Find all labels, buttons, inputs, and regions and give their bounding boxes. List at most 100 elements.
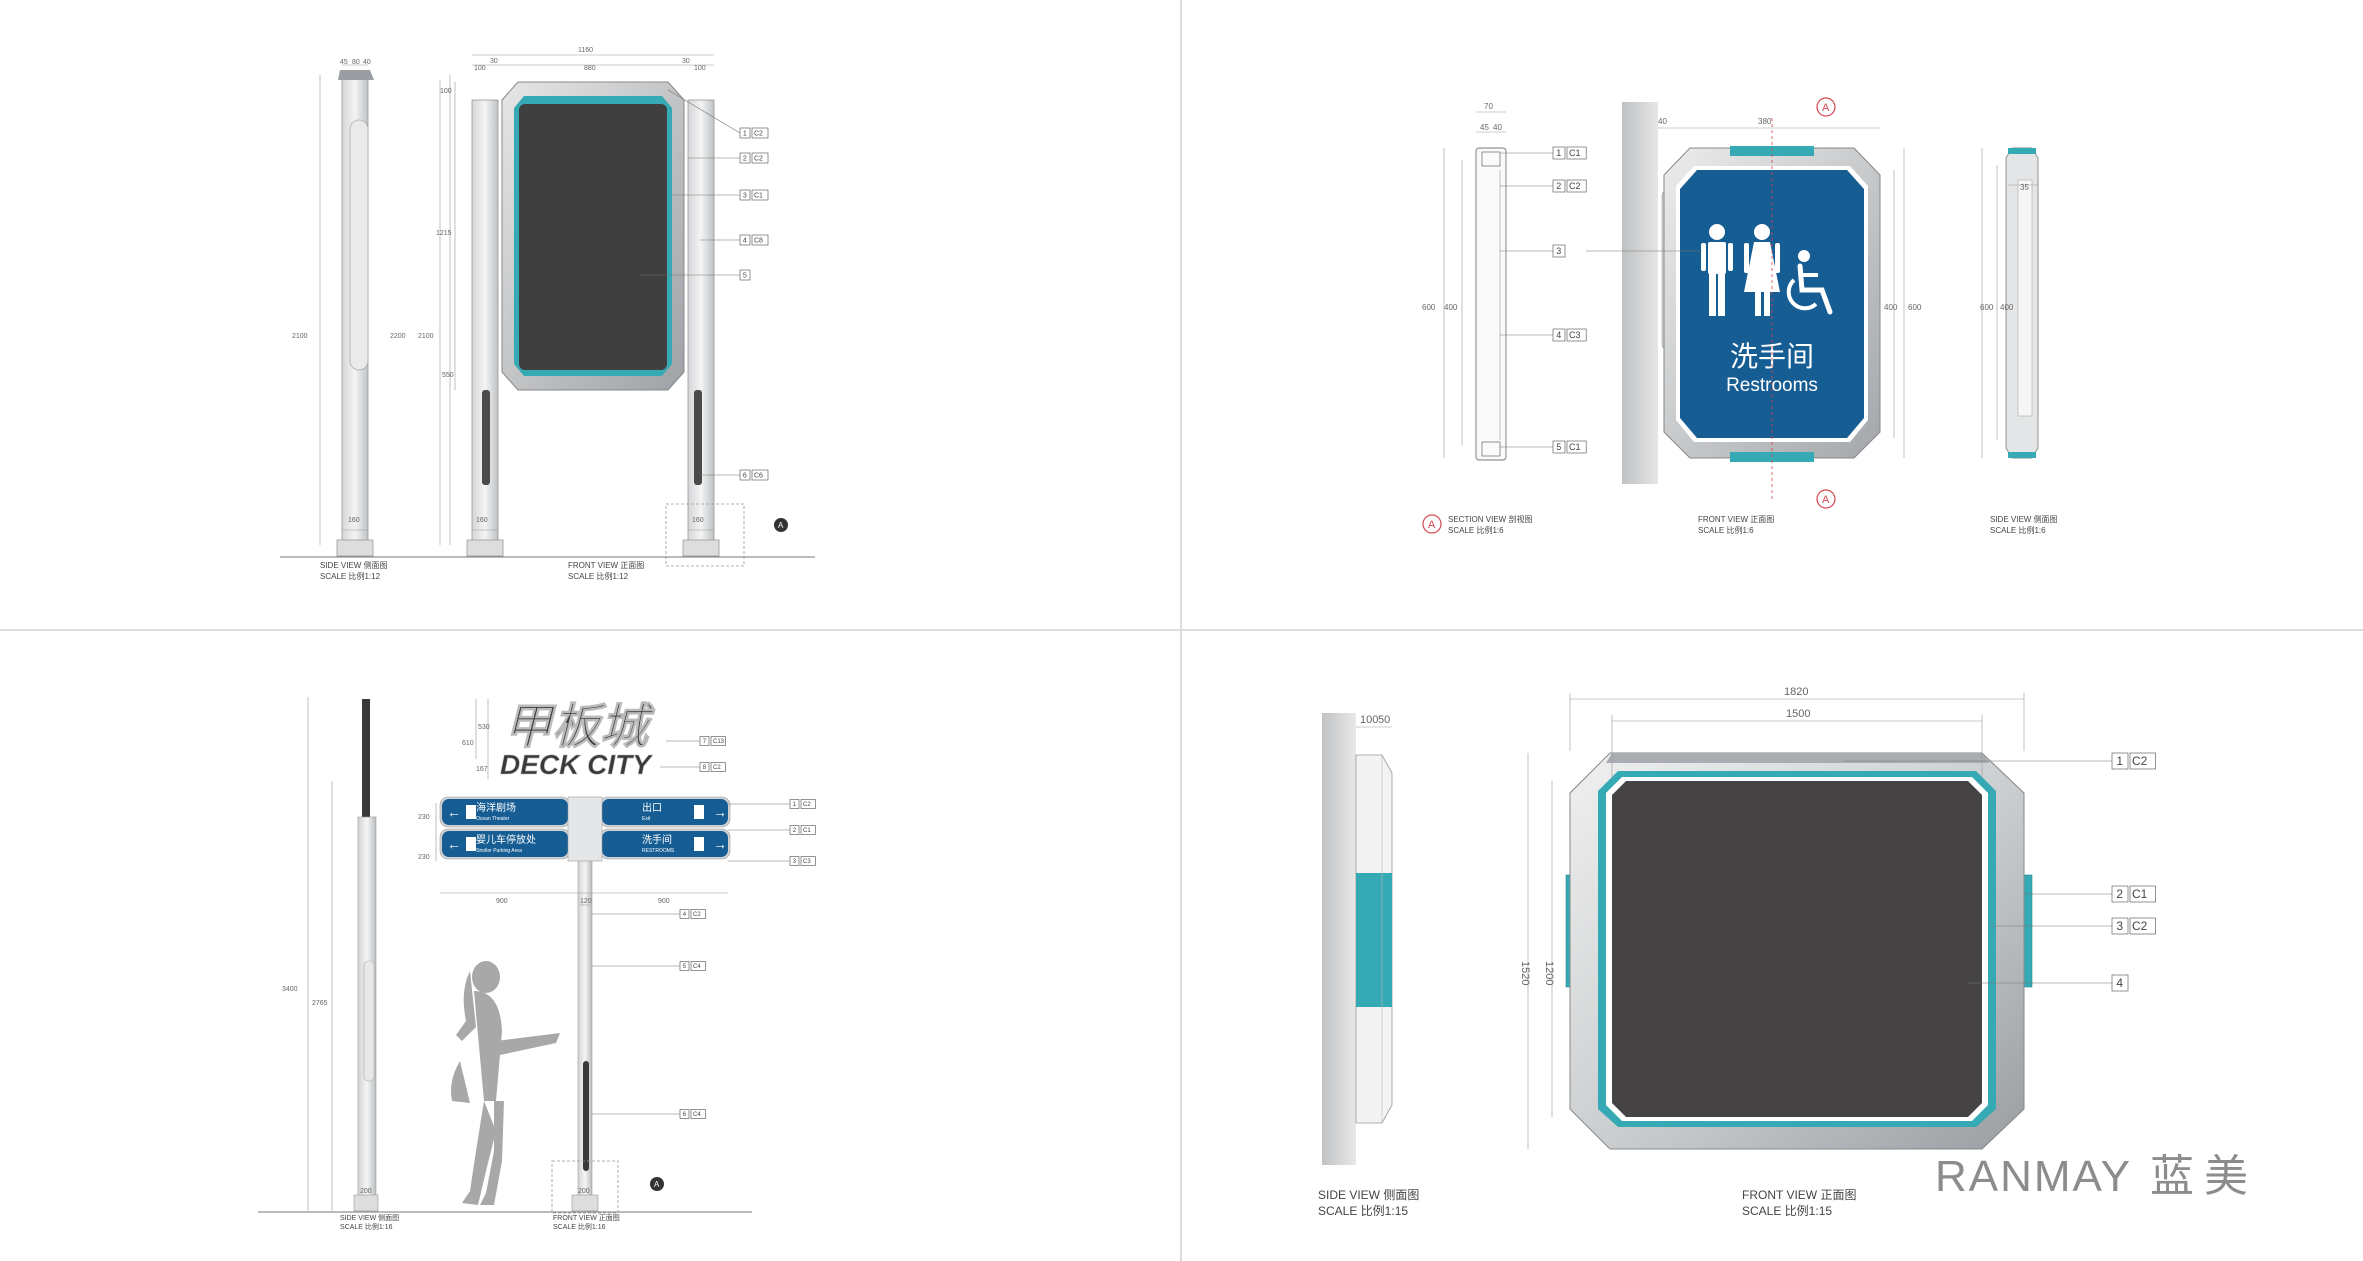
callout-leaders — [1844, 760, 2112, 984]
dimension-label: 100 — [474, 65, 486, 72]
dimension-label: 3400 — [282, 986, 298, 993]
front-view-display-cabinet — [501, 81, 685, 391]
dimension-label: 400 — [1884, 303, 1898, 312]
side-view-pole — [336, 70, 374, 557]
front-view-caption: FRONT VIEW 正面图 SCALE 比例1:12 — [568, 561, 645, 581]
wall-section — [1622, 102, 1658, 484]
dimension-label: 2100 — [418, 333, 434, 340]
arrow-left-icon: ← — [447, 836, 461, 852]
callout-tag: 4 C8 — [739, 234, 769, 246]
logo-english-text: DECK CITY — [500, 749, 653, 780]
dimension-label: 100 — [440, 88, 452, 95]
section-marker-top: A — [1816, 97, 1836, 117]
front-view-cabinet — [1565, 752, 2033, 1150]
dimension-lines — [307, 697, 728, 1211]
callout-code: C8 — [754, 237, 763, 244]
dimension-label: 600 — [1422, 303, 1436, 312]
callout-number: 1 — [793, 802, 797, 808]
dimension-labels: 1160 880 100 100 30 30 100 1215 2100 220… — [292, 47, 706, 524]
callout-code: C2 — [713, 765, 721, 771]
callout-number: 1 — [2116, 754, 2123, 768]
dimension-label: 80 — [352, 59, 360, 66]
section-caption-marker: A — [1422, 514, 1442, 534]
callout-code: C2 — [1569, 181, 1581, 191]
dimension-label: 2100 — [292, 333, 308, 340]
callout-number: 3 — [743, 192, 747, 199]
dimension-lines — [1356, 693, 2025, 1149]
sign-english-label: Ocean Theater — [476, 816, 510, 822]
callout-tag: 1 C2 — [2111, 752, 2156, 770]
callout-tag: 1 C2 — [739, 127, 769, 139]
arrow-right-icon: → — [713, 804, 727, 820]
dimension-label: 35 — [2020, 183, 2029, 192]
callout-number: 1 — [743, 130, 747, 137]
person-silhouette — [451, 961, 560, 1205]
detail-marker-label: A — [778, 521, 784, 530]
dimension-label: 1200 — [1543, 961, 1555, 985]
dimension-lines — [1443, 111, 2038, 458]
dimension-label: 2200 — [390, 333, 406, 340]
dimension-lines — [319, 54, 714, 545]
sign-chinese-label: 出口 — [642, 801, 662, 814]
dimension-label: 70 — [1484, 102, 1493, 111]
callout-code: C4 — [693, 964, 701, 970]
sign-pictogram-icon — [466, 837, 476, 851]
callout-number: 3 — [1556, 246, 1561, 256]
dimension-label: 900 — [658, 898, 670, 905]
sign-english-text: Restrooms — [1726, 375, 1818, 396]
front-view-caption: FRONT VIEW 正面图 SCALE 比例1:6 — [1698, 515, 1775, 535]
front-view-right-pole — [682, 99, 720, 557]
dimension-label: 40 — [1658, 117, 1667, 126]
dimension-labels: 70 45 40 40 380 600 400 400 600 600 400 … — [1422, 102, 2029, 312]
section-marker-bottom: A — [1816, 489, 1836, 509]
dimension-label: 1500 — [1786, 708, 1810, 720]
sign-pictogram-icon — [694, 837, 704, 851]
dimension-label: 167 — [476, 766, 488, 773]
dimension-label: 100 — [694, 65, 706, 72]
callout-code: C2 — [693, 912, 701, 918]
callout-number: 6 — [683, 1112, 687, 1118]
direction-sign: ← 海洋剧场 Ocean Theater — [439, 796, 571, 828]
dimension-label: 40 — [1493, 123, 1502, 132]
callout-number: 4 — [743, 237, 747, 244]
svg-text:A: A — [1428, 519, 1436, 531]
side-view-caption: SIDE VIEW 侧面图 SCALE 比例1:12 — [320, 561, 388, 581]
callout-code: C2 — [2132, 754, 2148, 768]
callout-number: 2 — [793, 828, 797, 834]
section-view-caption: SECTION VIEW 剖视图 SCALE 比例1:6 — [1448, 515, 1533, 535]
dimension-label: 2765 — [312, 1000, 328, 1007]
callout-code: C6 — [754, 472, 763, 479]
sign-chinese-label: 海洋剧场 — [476, 801, 516, 814]
callout-number: 5 — [743, 272, 747, 279]
svg-text:A: A — [1822, 102, 1830, 114]
side-view-profile — [2005, 147, 2039, 459]
dimension-label: 200 — [578, 1188, 590, 1195]
sign-english-label: RESTROOMS — [642, 848, 675, 854]
dimension-labels: 3400 2765 530 610 167 230 230 900 900 12… — [282, 724, 670, 1195]
callout-code: C1 — [1569, 442, 1581, 452]
callout-code: C1 — [754, 192, 763, 199]
dimension-label: 120 — [580, 898, 592, 905]
detail-marker — [774, 518, 788, 532]
callout-code: C2 — [754, 130, 763, 137]
callout-code: C1 — [803, 828, 811, 834]
arrow-left-icon: ← — [447, 804, 461, 820]
dimension-label: 45 — [1480, 123, 1489, 132]
callout-number: 8 — [703, 765, 707, 771]
callout-number: 4 — [1556, 330, 1561, 340]
